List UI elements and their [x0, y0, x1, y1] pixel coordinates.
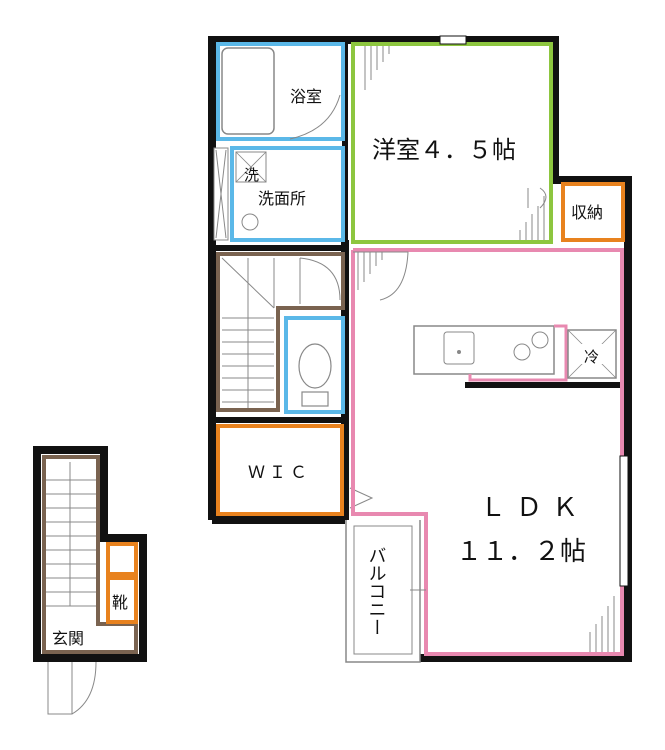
toilet-bowl-icon: [298, 343, 332, 389]
walk-in-closet: ＷＩＣ: [216, 424, 374, 516]
washroom-label: 洗面所: [258, 189, 306, 208]
kitchen-sink-icon: [443, 331, 475, 365]
sink-icon: [241, 213, 259, 231]
ldk-size-label: １１．２帖: [456, 537, 586, 567]
upper-stairs: [216, 252, 345, 412]
wic-label: ＷＩＣ: [248, 463, 311, 483]
entrance-floor: 靴 玄関: [33, 446, 147, 715]
ldk-door-swing: [353, 251, 409, 301]
bathtub: [221, 47, 275, 135]
washroom: 洗 洗面所: [230, 146, 345, 242]
wic-door-swing: [349, 487, 374, 509]
shoe-storage-label: 靴: [112, 593, 128, 612]
stove-burner-icon: [531, 331, 549, 349]
entrance-label: 玄関: [52, 629, 84, 648]
shoe-cabinet: [106, 576, 138, 624]
balcony-label: バルコニー: [366, 546, 387, 636]
kitchen-counter: [413, 325, 555, 375]
toilet-tank-icon: [301, 391, 329, 407]
fridge-label: 冷: [584, 348, 599, 366]
entrance-door-swing: [47, 661, 97, 715]
storage-label: 収納: [571, 203, 603, 222]
storage-closet: 収納: [561, 182, 625, 242]
side-window: [213, 147, 229, 241]
bathroom-label: 浴室: [290, 87, 322, 106]
shoe-cabinet-upper: [106, 542, 138, 576]
toilet-room: [284, 316, 345, 414]
bathroom: 浴室: [216, 42, 345, 141]
closet-door-swing: [527, 187, 547, 209]
stove-burner-icon: [513, 343, 531, 361]
ldk-room: ＬＤＫ １１．２帖: [351, 248, 629, 656]
balcony: バルコニー: [345, 520, 426, 663]
western-room-label: 洋室４．５帖: [372, 136, 516, 164]
bathroom-door-swing: [289, 94, 341, 140]
fridge: 冷: [567, 329, 617, 379]
kitchen: [413, 324, 568, 382]
top-window: [439, 35, 467, 45]
ldk-name-label: ＬＤＫ: [480, 493, 588, 523]
washing-mark-label: 洗: [244, 166, 259, 184]
western-room: 洋室４．５帖: [351, 35, 553, 244]
stair-door-swing: [299, 257, 341, 301]
ldk-side-window: [619, 455, 629, 587]
washing-machine: [235, 151, 267, 183]
